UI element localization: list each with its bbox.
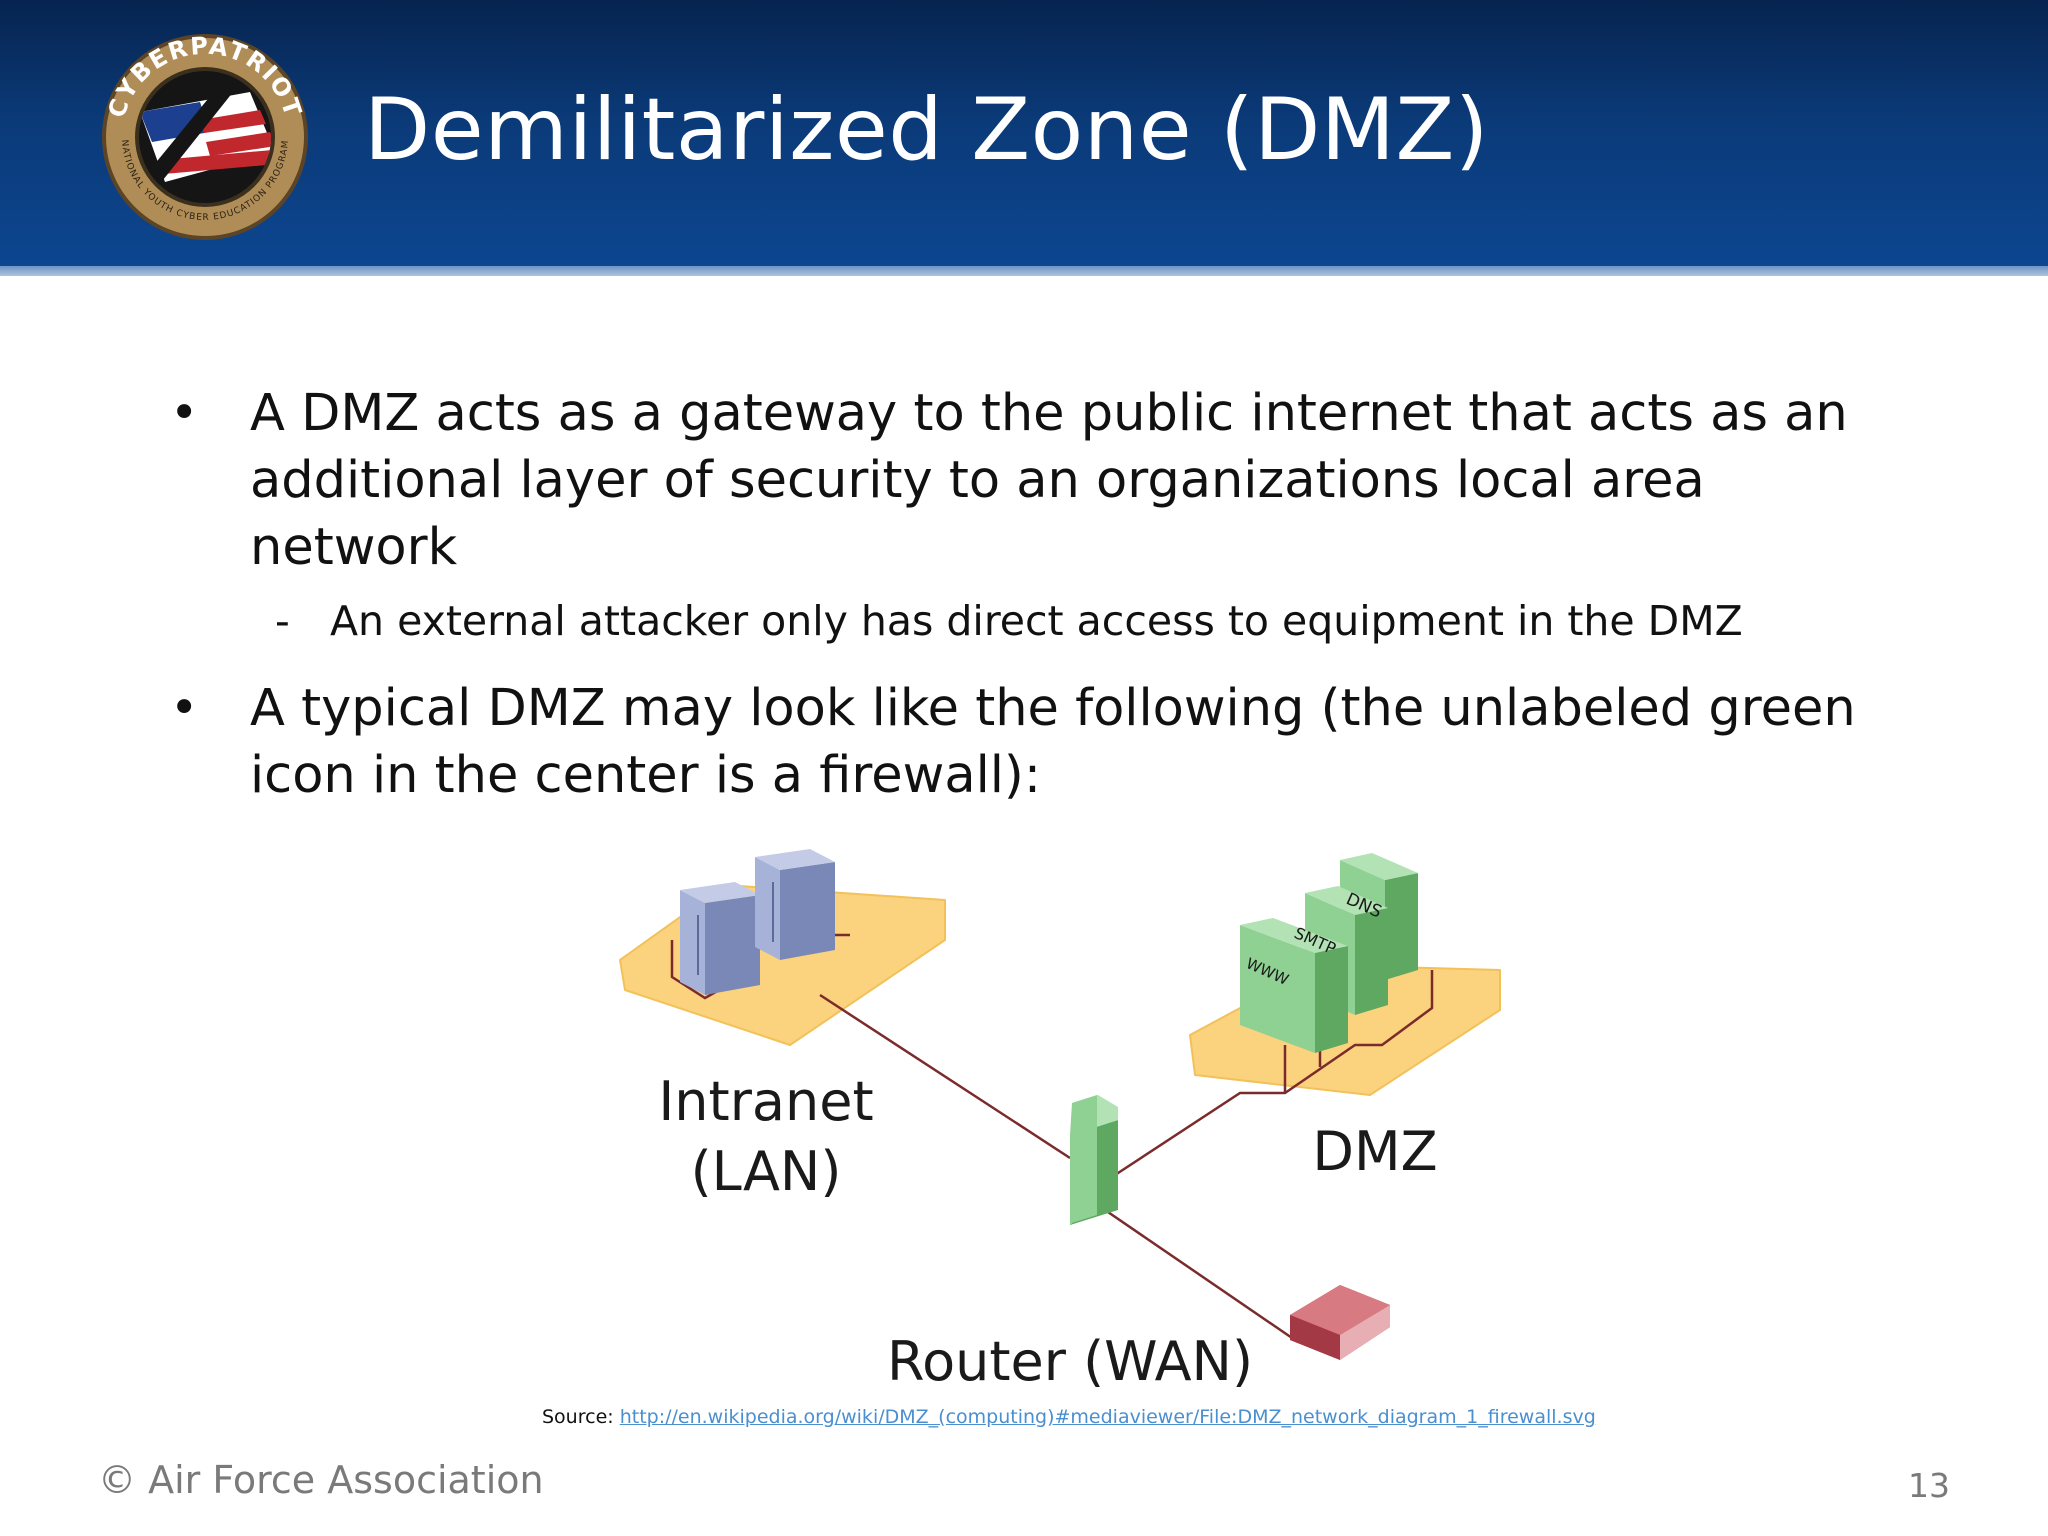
firewall-icon (1070, 1095, 1118, 1225)
slide-title: Demilitarized Zone (DMZ) (364, 80, 1489, 180)
bullet-marker: • (170, 680, 199, 736)
bullet-marker: • (170, 385, 199, 441)
sub-bullet-marker: - (275, 597, 290, 645)
intranet-label-line2: (LAN) (691, 1140, 842, 1203)
bullet-item: • A typical DMZ may look like the follow… (170, 675, 1890, 809)
dmz-network-diagram: DNS SMTP WWW Intranet (LAN) DMZ Router (… (619, 849, 1501, 1393)
www-server (1240, 918, 1348, 1053)
source-prefix: Source: (542, 1406, 620, 1428)
dmz-label: DMZ (1312, 1120, 1437, 1183)
cyberpatriot-logo: CYBERPATRIOT NATIONAL YOUTH CYBER EDUCAT… (102, 32, 308, 240)
bullet-text: A typical DMZ may look like the followin… (250, 679, 1856, 805)
footer-copyright: © Air Force Association (98, 1458, 544, 1502)
lan-server-2 (755, 849, 835, 960)
lan-server-1 (680, 882, 760, 995)
bullet-list: • A DMZ acts as a gateway to the public … (170, 380, 1890, 809)
bullet-text: A DMZ acts as a gateway to the public in… (250, 384, 1848, 577)
sub-bullet-text: An external attacker only has direct acc… (330, 597, 1743, 645)
source-link[interactable]: http://en.wikipedia.org/wiki/DMZ_(comput… (619, 1406, 1596, 1428)
router-label: Router (WAN) (887, 1330, 1253, 1393)
intranet-label-line1: Intranet (658, 1070, 873, 1133)
title-bar-rule (0, 266, 2048, 276)
bullet-item: • A DMZ acts as a gateway to the public … (170, 380, 1890, 581)
sub-bullet-item: - An external attacker only has direct a… (170, 591, 1890, 651)
source-citation: Source: http://en.wikipedia.org/wiki/DMZ… (542, 1406, 1596, 1428)
page-number: 13 (1908, 1466, 1950, 1505)
title-bar (0, 0, 2048, 266)
router-icon (1290, 1285, 1390, 1360)
